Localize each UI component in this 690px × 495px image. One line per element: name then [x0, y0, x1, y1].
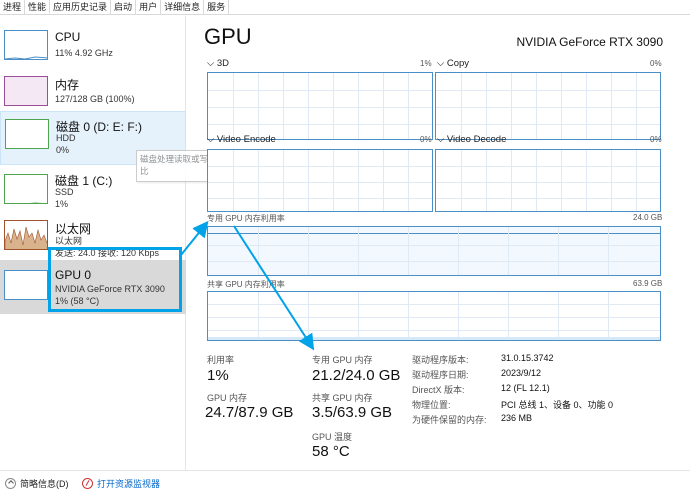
brief-info-button[interactable]: 简略信息(D) — [5, 477, 69, 490]
sidebar-item-memory[interactable]: 内存 127/128 GB (100%) — [0, 70, 186, 120]
driver-date-value: 2023/9/12 — [501, 368, 542, 378]
chevron-up-icon — [5, 478, 16, 489]
shared-memory-graph-label: 共享 GPU 内存利用率 — [207, 280, 285, 289]
chevron-down-icon: ⌵ — [437, 134, 447, 145]
engine-video-encode-graph — [207, 149, 433, 212]
sidebar-gpu0-model: NVIDIA GeForce RTX 3090 — [55, 284, 165, 294]
gpu-memory-value: 24.7/87.9 GB — [205, 404, 294, 421]
page-title: GPU — [204, 24, 252, 49]
gpu-temp-value: 58 °C — [312, 443, 350, 460]
sidebar-memory-title: 内存 — [55, 78, 80, 92]
sidebar-cpu-title: CPU — [55, 30, 81, 44]
tab-processes[interactable]: 进程 — [0, 0, 26, 14]
gpu0-highlight-box — [48, 247, 182, 312]
sidebar-gpu0-title: GPU 0 — [55, 268, 92, 282]
sidebar-gpu0-usage: 1% (58 °C) — [55, 296, 100, 306]
sidebar-disk0-usage: 0% — [56, 145, 70, 155]
sidebar-disk1-usage: 1% — [55, 199, 69, 209]
ethernet-mini-graph — [5, 226, 47, 249]
utilization-value: 1% — [207, 367, 229, 384]
chevron-down-icon: ⌵ — [207, 58, 217, 69]
disk1-thumbnail — [4, 174, 48, 204]
shared-memory-fill — [208, 337, 660, 340]
directx-version-key: DirectX 版本: — [412, 385, 465, 395]
shared-memory-graph — [207, 291, 661, 341]
dedicated-memory-graph-max: 24.0 GB — [633, 213, 663, 222]
gpu-model-name: NVIDIA GeForce RTX 3090 — [516, 35, 663, 49]
sidebar-item-ethernet[interactable]: 以太网 以太网 发送: 24.0 接收: 120 Kbps — [0, 214, 186, 264]
tab-app-history[interactable]: 应用历史记录 — [50, 0, 112, 14]
disk0-thumbnail — [5, 119, 49, 149]
physical-location-key: 物理位置: — [412, 400, 451, 410]
engine-3d-pct: 1% — [420, 59, 432, 68]
cpu-thumbnail — [4, 30, 48, 60]
chevron-down-icon: ⌵ — [437, 58, 447, 69]
shared-memory-label: 共享 GPU 内存 — [312, 393, 373, 403]
sidebar-item-cpu[interactable]: CPU 11% 4.92 GHz — [0, 24, 186, 74]
open-resource-monitor-link[interactable]: 打开资源监视器 — [82, 477, 160, 490]
sidebar-disk0-type: HDD — [56, 133, 76, 143]
sidebar-ethernet-rate: 发送: 24.0 接收: 120 Kbps — [55, 248, 160, 258]
engine-video-encode-pct: 0% — [420, 135, 432, 144]
sidebar-ethernet-title: 以太网 — [55, 222, 92, 236]
chevron-down-icon: ⌵ — [207, 134, 217, 145]
dedicated-memory-graph-label: 专用 GPU 内存利用率 — [207, 214, 285, 223]
engine-copy-label[interactable]: ⌵ Copy — [437, 58, 470, 69]
dedicated-memory-value: 21.2/24.0 GB — [312, 367, 401, 384]
tab-performance[interactable]: 性能 — [25, 0, 51, 14]
dedicated-memory-label: 专用 GPU 内存 — [312, 355, 373, 365]
reserved-memory-value: 236 MB — [501, 413, 533, 423]
driver-version-key: 驱动程序版本: — [412, 355, 469, 365]
memory-thumbnail — [4, 76, 48, 106]
engine-copy-graph — [435, 72, 661, 140]
sidebar-disk0-title: 磁盘 0 (D: E: F:) — [56, 120, 143, 134]
engine-video-decode-graph — [435, 149, 661, 212]
engine-copy-pct: 0% — [650, 59, 662, 68]
driver-date-key: 驱动程序日期: — [412, 370, 469, 380]
reserved-memory-key: 为硬件保留的内存: — [412, 415, 487, 425]
engine-3d-label[interactable]: ⌵ 3D — [207, 58, 229, 69]
gpu0-thumbnail — [4, 270, 48, 300]
sidebar-item-gpu0[interactable]: GPU 0 NVIDIA GeForce RTX 3090 1% (58 °C) — [0, 260, 186, 314]
sidebar-disk1-type: SSD — [55, 187, 74, 197]
utilization-label: 利用率 — [207, 355, 235, 365]
shared-memory-value: 3.5/63.9 GB — [312, 404, 393, 421]
physical-location-value: PCI 总线 1、设备 0、功能 0 — [501, 400, 614, 410]
tab-users[interactable]: 用户 — [136, 0, 162, 14]
gpu-memory-label: GPU 内存 — [207, 393, 248, 403]
sidebar-item-disk1[interactable]: 磁盘 1 (C:) SSD 1% — [0, 166, 186, 216]
ethernet-thumbnail — [4, 220, 48, 250]
disk1-mini-graph — [29, 202, 43, 203]
engine-video-encode-label[interactable]: ⌵ Video Encode — [207, 134, 276, 145]
engine-3d-graph — [207, 72, 433, 140]
sidebar-memory-sub: 127/128 GB (100%) — [55, 94, 135, 104]
tab-details[interactable]: 详细信息 — [161, 0, 205, 14]
bottom-bar: 简略信息(D) 打开资源监视器 — [0, 470, 690, 495]
gpu-temp-label: GPU 温度 — [312, 432, 353, 442]
memory-fill — [5, 77, 47, 105]
engine-video-decode-pct: 0% — [650, 135, 662, 144]
tab-startup[interactable]: 启动 — [111, 0, 137, 14]
resource-sidebar: CPU 11% 4.92 GHz 内存 127/128 GB (100%) 磁盘… — [0, 16, 186, 470]
cpu-mini-graph — [5, 56, 47, 59]
dedicated-memory-graph — [207, 226, 661, 276]
tab-bar: 进程 性能 应用历史记录 启动 用户 详细信息 服务 — [0, 0, 690, 15]
directx-version-value: 12 (FL 12.1) — [501, 383, 550, 393]
sidebar-cpu-sub: 11% 4.92 GHz — [55, 48, 113, 58]
sidebar-disk1-title: 磁盘 1 (C:) — [55, 174, 113, 188]
driver-version-value: 31.0.15.3742 — [501, 353, 554, 363]
shared-memory-graph-max: 63.9 GB — [633, 279, 663, 288]
tab-services[interactable]: 服务 — [204, 0, 230, 14]
gpu-details-panel: GPU NVIDIA GeForce RTX 3090 ⌵ 3D 1% ⌵ Co… — [190, 16, 690, 470]
engine-video-decode-label[interactable]: ⌵ Video Decode — [437, 134, 507, 145]
sidebar-ethernet-name: 以太网 — [55, 236, 83, 246]
dedicated-memory-level-line — [208, 233, 660, 234]
resource-monitor-icon — [82, 478, 93, 489]
